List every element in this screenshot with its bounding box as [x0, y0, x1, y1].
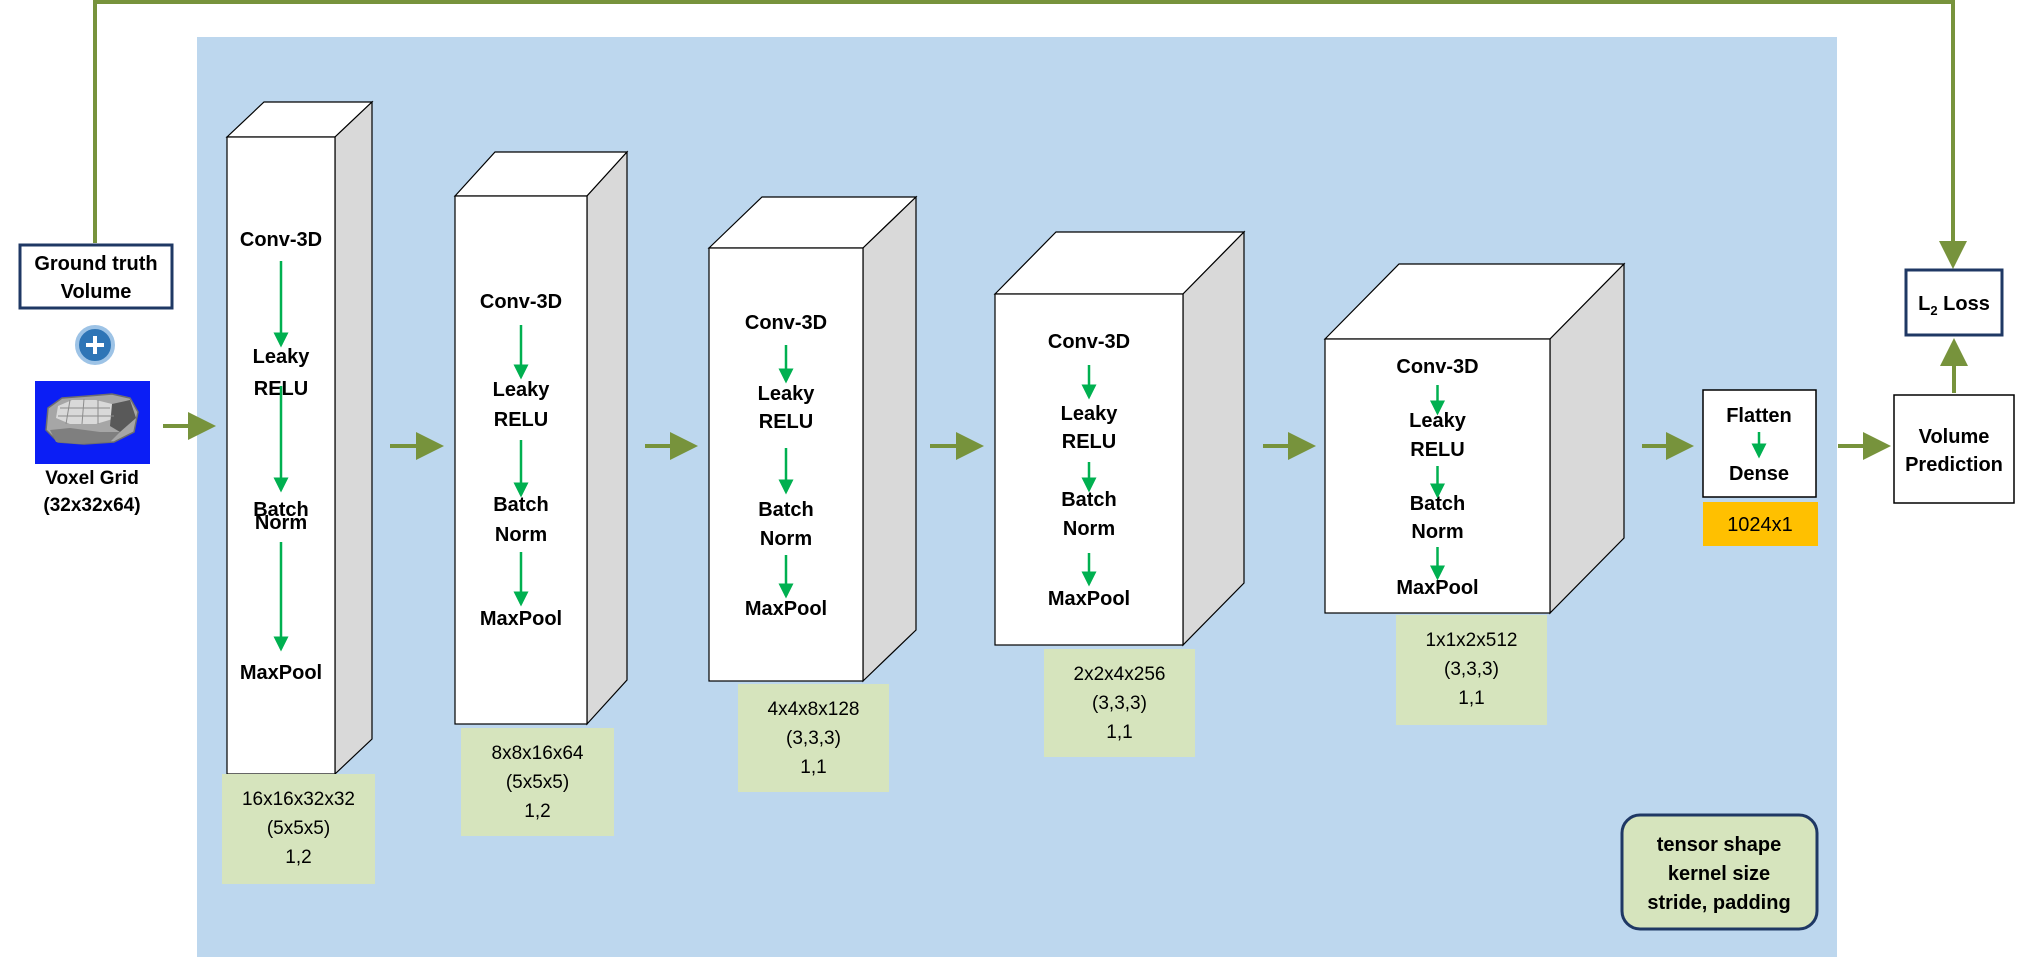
batch-label: Batch — [1061, 489, 1117, 511]
tensor-shape-label: 4x4x8x128 — [768, 699, 860, 720]
relu-label: RELU — [759, 411, 813, 433]
legend-stride-padding: stride, padding — [1647, 892, 1790, 914]
leaky-label: Leaky — [1409, 410, 1467, 432]
relu-label: RELU — [1062, 431, 1116, 453]
stride-padding-label: 1,1 — [1106, 722, 1132, 743]
layer-info-box — [1044, 649, 1195, 757]
ground-truth-label-line2: Volume — [61, 281, 132, 303]
tensor-shape-label: 8x8x16x64 — [492, 743, 584, 764]
layer-info-box — [461, 728, 614, 836]
relu-label: RELU — [1410, 439, 1464, 461]
layer-info-box — [222, 774, 375, 884]
norm-label: Norm — [495, 524, 547, 546]
layer-info-box — [1396, 615, 1547, 725]
kernel-size-label: (3,3,3) — [786, 728, 841, 749]
ground-truth-to-loss-arrow — [93, 0, 1967, 269]
batch-label: Batch — [253, 499, 309, 521]
batch-label: Batch — [493, 494, 549, 516]
leaky-label: Leaky — [493, 379, 551, 401]
voxel-grid-shape: (32x32x64) — [43, 495, 140, 516]
tensor-shape-label: 2x2x4x256 — [1074, 664, 1166, 685]
maxpool-label: MaxPool — [480, 608, 562, 630]
norm-label: Norm — [1411, 521, 1463, 543]
plus-icon[interactable] — [75, 325, 115, 365]
layer-info-box — [738, 684, 889, 792]
cuboid-side-face — [1182, 230, 1245, 647]
stride-padding-label: 1,2 — [285, 847, 311, 868]
norm-label: Norm — [1063, 518, 1115, 540]
cuboid-side-face — [586, 150, 628, 726]
volume-prediction-line1: Volume — [1919, 426, 1990, 448]
batch-label: Batch — [758, 499, 814, 521]
loss-box — [1904, 268, 2004, 337]
maxpool-label: MaxPool — [745, 598, 827, 620]
volume-prediction-box — [1893, 394, 2015, 504]
kernel-size-label: (3,3,3) — [1092, 693, 1147, 714]
stride-padding-label: 1,1 — [800, 757, 826, 778]
loss-label: L2 Loss — [1918, 293, 1990, 318]
conv3d-label: Conv-3D — [240, 229, 322, 251]
leaky-label: Leaky — [1061, 403, 1119, 425]
kernel-size-label: (5x5x5) — [267, 818, 330, 839]
tensor-shape-label: 16x16x32x32 — [242, 789, 355, 810]
conv3d-label: Conv-3D — [745, 312, 827, 334]
ground-truth-box — [18, 243, 174, 310]
tensor-shape-label: 1x1x2x512 — [1426, 630, 1518, 651]
flatten-label: Flatten — [1726, 405, 1792, 427]
kernel-size-label: (5x5x5) — [506, 772, 569, 793]
leaky-label: Leaky — [758, 383, 816, 405]
relu-label: RELU — [494, 409, 548, 431]
norm-label: Norm — [760, 528, 812, 550]
stride-padding-label: 1,1 — [1458, 688, 1484, 709]
voxel-grid-image — [35, 381, 150, 464]
ground-truth-label-line1: Ground truth — [34, 253, 157, 275]
stride-padding-label: 1,2 — [524, 801, 550, 822]
legend-kernel-size: kernel size — [1668, 863, 1770, 885]
dense-shape-label: 1024x1 — [1727, 514, 1793, 536]
maxpool-label: MaxPool — [1396, 577, 1478, 599]
flow-arrows — [163, 412, 1891, 460]
kernel-size-label: (3,3,3) — [1444, 659, 1499, 680]
voxel-grid-label: Voxel Grid — [45, 468, 139, 489]
maxpool-label: MaxPool — [240, 662, 322, 684]
legend-box — [1620, 813, 1819, 931]
conv3d-label: Conv-3D — [1396, 356, 1478, 378]
cuboid-side-face — [862, 195, 917, 683]
volume-prediction-line2: Prediction — [1905, 454, 2003, 476]
batch-label: Batch — [1410, 493, 1466, 515]
leaky-label: Leaky — [253, 346, 311, 368]
conv3d-label: Conv-3D — [480, 291, 562, 313]
conv3d-label: Conv-3D — [1048, 331, 1130, 353]
dense-shape-box — [1703, 502, 1818, 546]
cuboid-side-face — [334, 100, 373, 776]
norm-label: Norm — [255, 512, 307, 534]
maxpool-label: MaxPool — [1048, 588, 1130, 610]
dense-label: Dense — [1729, 463, 1789, 485]
layers-group: Conv-3DLeakyRELUBatchNormMaxPool16x16x32… — [222, 100, 1626, 884]
legend-tensor-shape: tensor shape — [1657, 834, 1781, 856]
conv-block-1: Conv-3DLeakyRELUBatchNormMaxPool16x16x32… — [222, 100, 375, 884]
